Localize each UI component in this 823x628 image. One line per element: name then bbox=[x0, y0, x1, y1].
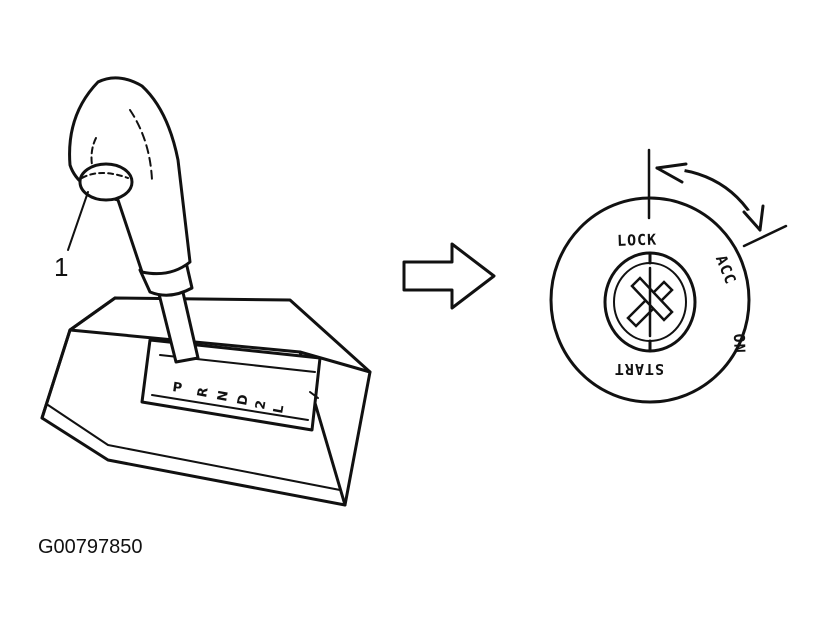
knob-highlight bbox=[90, 137, 97, 166]
key-slot-icon bbox=[626, 266, 674, 338]
gear-position-n: N bbox=[215, 389, 232, 402]
gear-position-l: L bbox=[271, 404, 287, 415]
callout-leader bbox=[67, 191, 89, 251]
figure-id: G00797850 bbox=[38, 536, 143, 558]
shift-gate bbox=[140, 338, 322, 432]
ignition-label-lock: LOCK bbox=[617, 230, 658, 249]
right-arrow-icon bbox=[402, 242, 496, 310]
reference-line-acc bbox=[742, 224, 788, 248]
ignition-switch bbox=[549, 148, 788, 404]
gear-position-2: 2 bbox=[253, 399, 269, 411]
shift-lever-assembly bbox=[40, 76, 372, 507]
gear-position-r: R bbox=[195, 386, 212, 398]
arc-arrowhead-end-icon bbox=[742, 204, 765, 232]
callout-number-1: 1 bbox=[54, 252, 68, 282]
ignition-label-start: START bbox=[614, 360, 664, 378]
shift-lock-release-button bbox=[78, 162, 134, 202]
gear-indicator: P R N D 2 L bbox=[171, 380, 287, 415]
ignition-label-on: ON bbox=[730, 333, 749, 354]
gear-position-d: D bbox=[235, 393, 252, 406]
gear-position-p: P bbox=[171, 380, 183, 396]
arc-arrowhead-start-icon bbox=[655, 162, 688, 184]
